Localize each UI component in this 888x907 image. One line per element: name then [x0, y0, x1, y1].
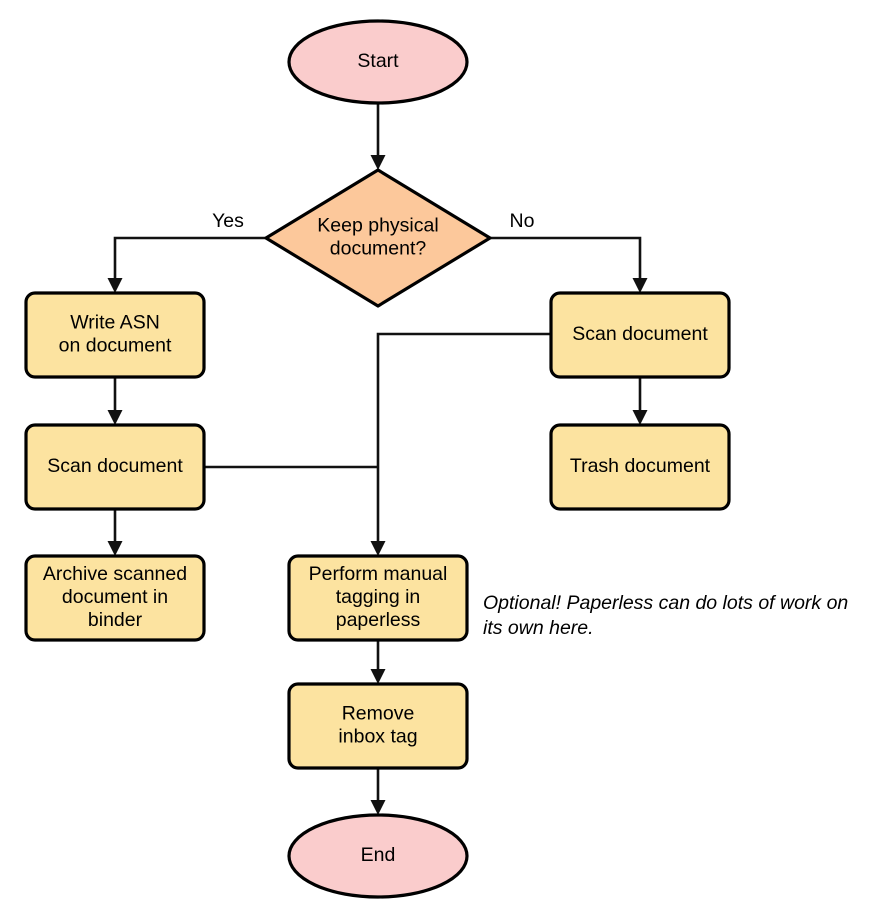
process-shape: [287, 682, 469, 770]
edge-arrowhead: [107, 541, 123, 556]
node-label-trash: Trash document: [570, 455, 711, 477]
terminator-shape: [287, 813, 469, 899]
process-shape: [287, 554, 469, 642]
edge-e-scanright-tagging: [370, 332, 551, 556]
edges-layer: Yes No: [107, 103, 648, 815]
edge-e-scanleft-archive: [107, 509, 123, 556]
edge-e-tagging-remove: [370, 640, 386, 684]
process-shape: [549, 423, 731, 511]
edge-e-start-decision: [370, 103, 386, 170]
decision-shape: [264, 168, 492, 308]
node-scan_left[interactable]: Scan document: [24, 423, 206, 511]
edge-path: [113, 236, 266, 286]
edge-arrowhead: [370, 155, 386, 170]
node-trash[interactable]: Trash document: [549, 423, 731, 511]
node-start[interactable]: Start: [287, 19, 469, 105]
terminator-shape: [287, 19, 469, 105]
edge-arrowhead: [107, 278, 123, 293]
process-shape: [24, 291, 206, 379]
node-label-scan_right: Scan document: [572, 323, 708, 345]
edge-arrowhead: [632, 410, 648, 425]
edge-arrowhead: [107, 410, 123, 425]
node-label-scan_left: Scan document: [47, 455, 183, 477]
notes-layer: Optional! Paperless can do lots of work …: [483, 592, 848, 639]
process-shape: [24, 423, 206, 511]
edge-e-decision-no: No: [490, 210, 648, 293]
edge-arrowhead: [370, 800, 386, 815]
annotation-note-optional: Optional! Paperless can do lots of work …: [483, 592, 848, 639]
edge-e-scanright-trash: [632, 377, 648, 425]
process-shape: [24, 554, 206, 642]
node-label-end: End: [361, 844, 396, 866]
edge-path: [490, 236, 642, 286]
edge-arrowhead: [632, 278, 648, 293]
node-end[interactable]: End: [287, 813, 469, 899]
edge-path: [376, 332, 551, 549]
edge-e-remove-end: [370, 768, 386, 815]
edge-arrowhead: [370, 669, 386, 684]
edge-e-decision-yes: Yes: [107, 210, 266, 293]
process-shape: [549, 291, 731, 379]
edge-e-writeasn-scanleft: [107, 377, 123, 425]
node-scan_right[interactable]: Scan document: [549, 291, 731, 379]
node-label-start: Start: [357, 50, 399, 72]
edge-label-e-decision-yes: Yes: [212, 210, 244, 232]
edge-label-e-decision-no: No: [510, 210, 535, 232]
edge-arrowhead: [370, 541, 386, 556]
